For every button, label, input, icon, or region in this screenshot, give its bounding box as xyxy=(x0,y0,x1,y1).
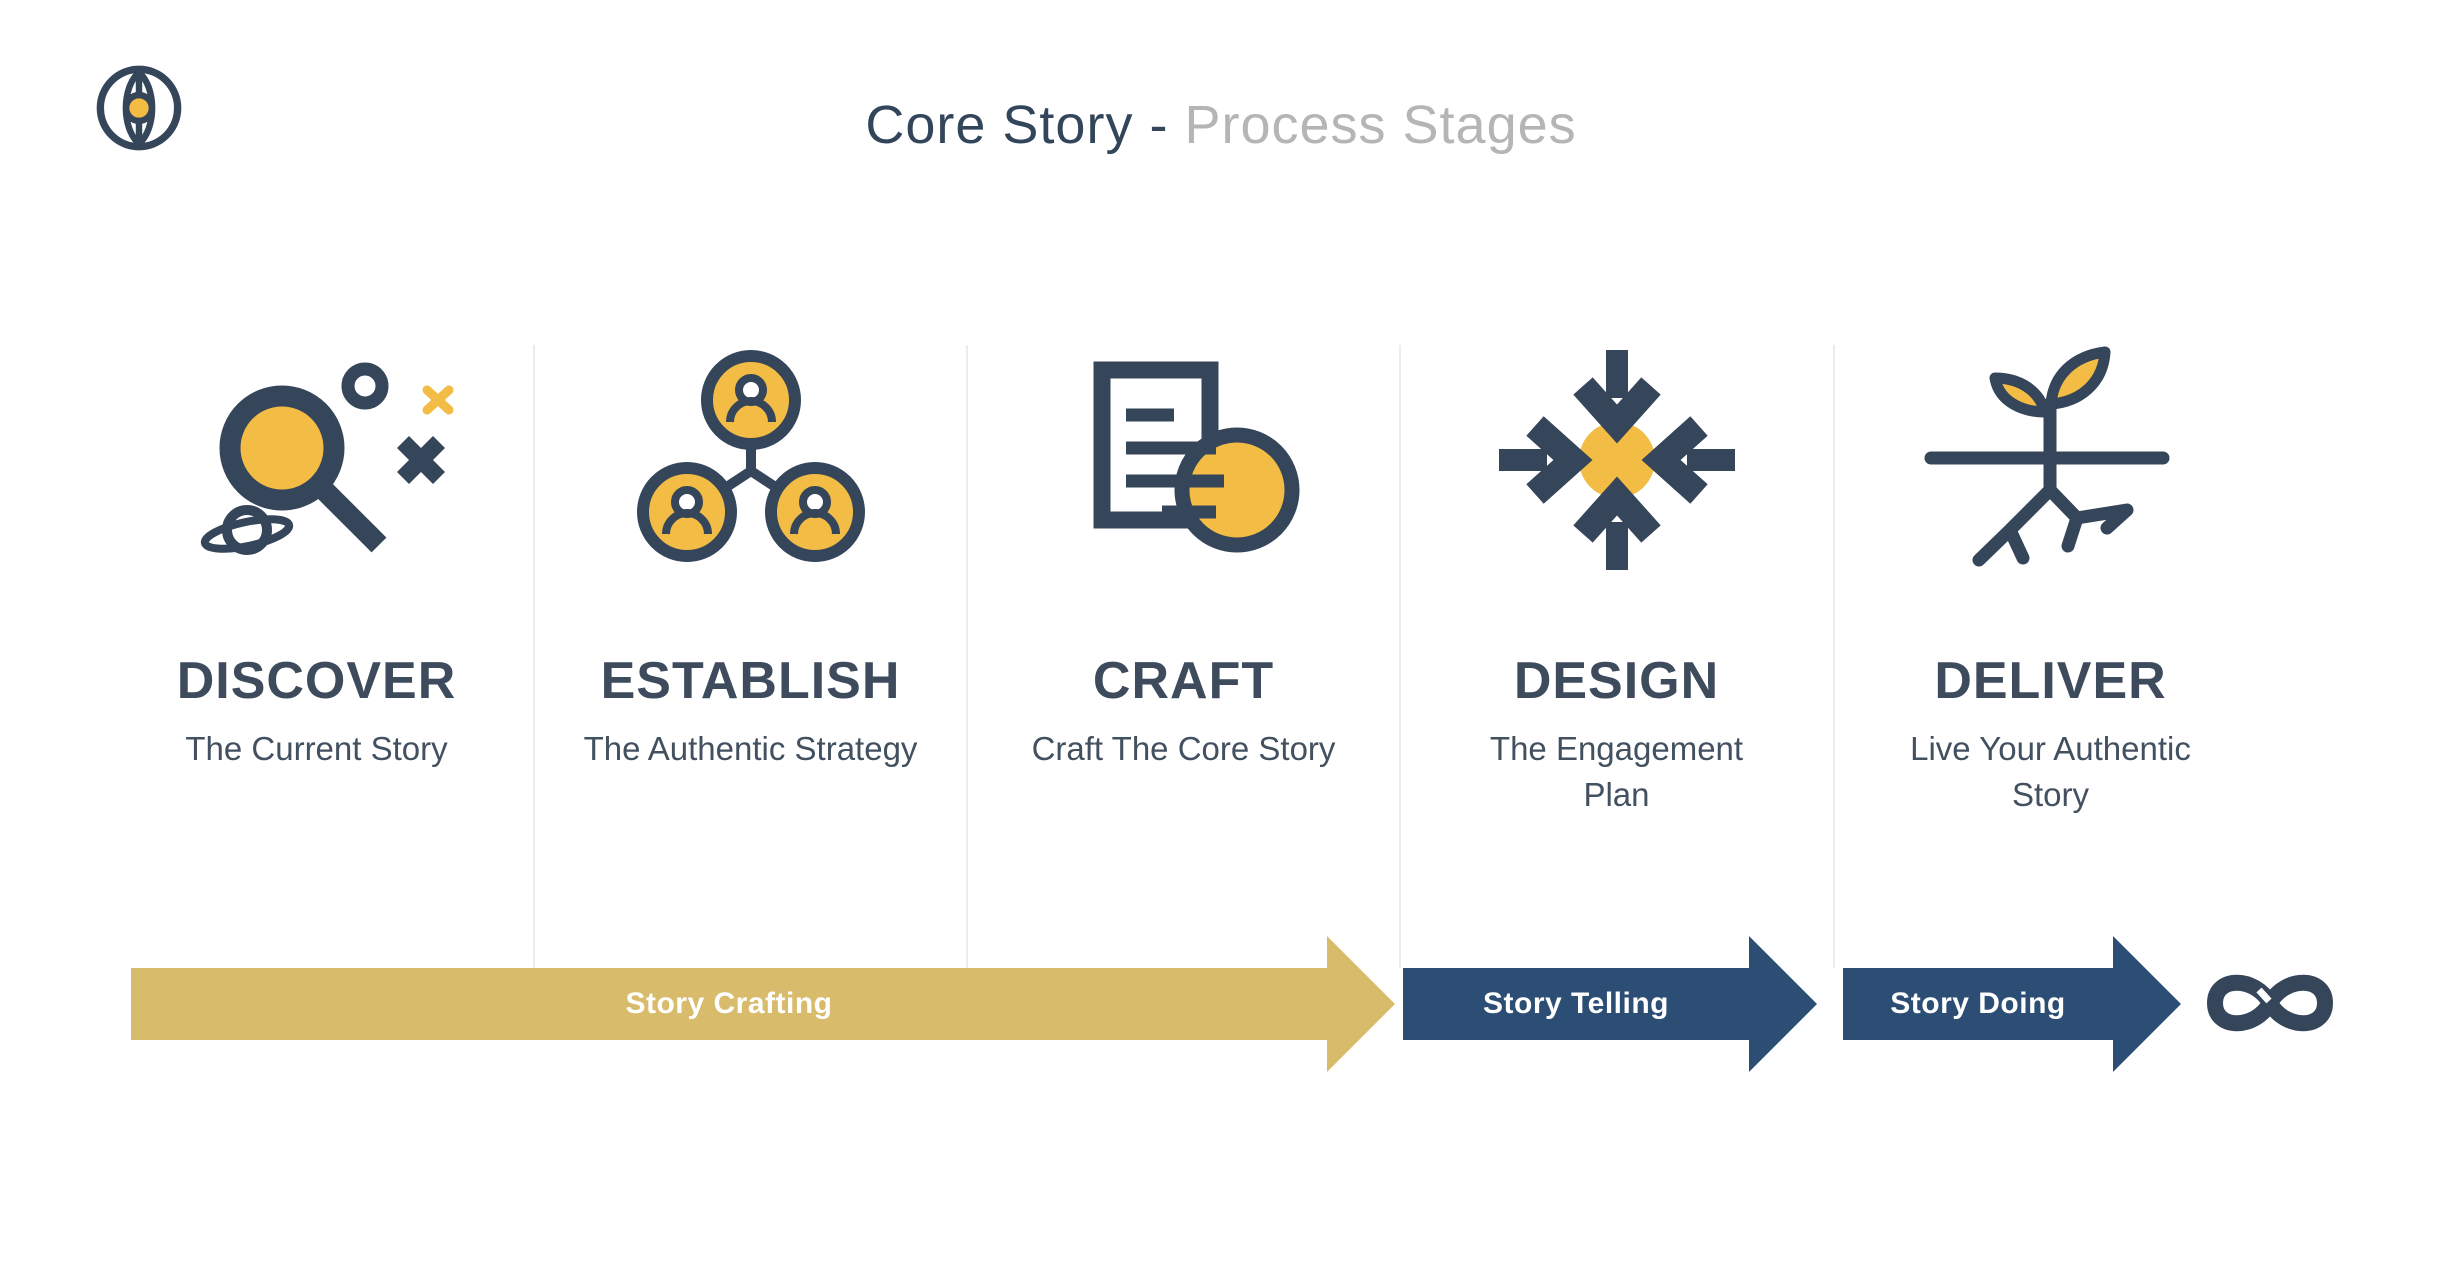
stage-title: DISCOVER xyxy=(176,652,457,710)
page-title-primary: Core Story - xyxy=(865,95,1169,155)
magnifier-exploration-icon xyxy=(200,362,453,555)
stage-title: CRAFT xyxy=(1092,652,1275,710)
document-core-story-icon xyxy=(1093,361,1299,553)
stage-title: DELIVER xyxy=(1934,652,2167,710)
column-divider xyxy=(533,345,535,968)
story-crafting-label: Story Crafting xyxy=(625,987,833,1020)
people-network-icon xyxy=(636,350,865,562)
rooted-sprout-icon xyxy=(1924,346,2169,567)
story-doing-arrow xyxy=(1843,968,2113,1040)
stage-establish: ESTABLISH The Authentic Strategy xyxy=(534,338,967,772)
column-divider xyxy=(1833,345,1835,968)
infinity-icon xyxy=(2207,974,2333,1032)
stage-subtitle: Live Your Authentic Story xyxy=(1910,730,2191,813)
stage-deliver: DELIVER Live Your Authentic Story xyxy=(1834,338,2267,818)
story-crafting-arrow xyxy=(131,968,1327,1040)
story-telling-arrow-head xyxy=(1749,936,1817,1072)
page-title-secondary: Process Stages xyxy=(1184,95,1577,155)
story-telling-label: Story Telling xyxy=(1483,987,1669,1020)
page-title: Core Story - Process Stages xyxy=(0,88,2442,162)
stage-design: DESIGN The Engagement Plan xyxy=(1400,338,1833,818)
stage-craft: CRAFT Craft The Core Story xyxy=(967,338,1400,772)
stage-subtitle: Craft The Core Story xyxy=(1031,730,1336,767)
stage-title: DESIGN xyxy=(1513,652,1720,710)
story-doing-label: Story Doing xyxy=(1890,987,2066,1020)
stage-discover: DISCOVER The Current Story xyxy=(100,338,533,772)
stage-subtitle: The Authentic Strategy xyxy=(583,730,918,767)
story-doing-arrow-head xyxy=(2113,936,2181,1072)
converging-arrows-icon xyxy=(1498,350,1735,570)
column-divider xyxy=(966,345,968,968)
stage-title: ESTABLISH xyxy=(600,652,901,710)
column-divider xyxy=(1399,345,1401,968)
stage-subtitle: The Engagement Plan xyxy=(1489,730,1744,813)
story-crafting-arrow-head xyxy=(1327,936,1395,1072)
globe-eye-logo xyxy=(96,65,182,151)
story-telling-arrow xyxy=(1403,968,1749,1040)
stage-subtitle: The Current Story xyxy=(185,730,448,767)
